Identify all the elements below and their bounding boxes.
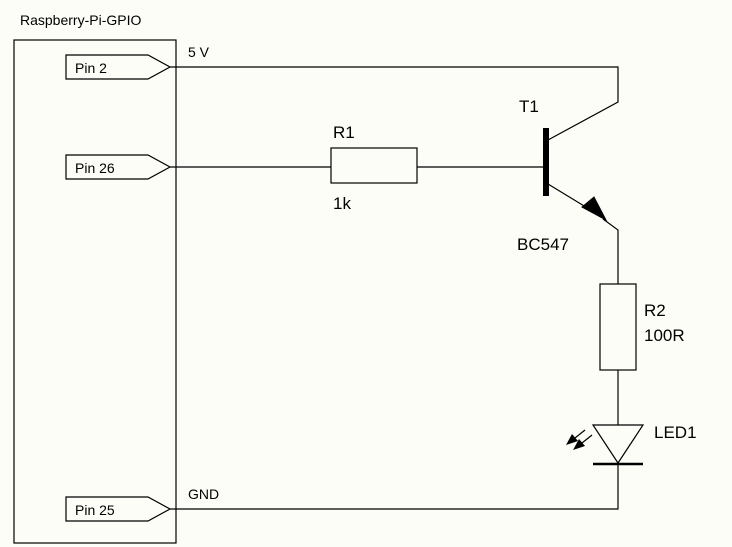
led-triangle-icon <box>591 424 645 465</box>
pin-2-connector: Pin 2 <box>65 54 172 80</box>
pin-26-connector: Pin 26 <box>65 154 172 180</box>
wire-emitter-r2 <box>602 218 619 284</box>
t1-type: BC547 <box>517 235 569 254</box>
net-5v-label: 5 V <box>188 44 210 60</box>
pin-25-connector: Pin 25 <box>65 496 172 522</box>
emitter-arrow-icon <box>581 196 608 222</box>
r1-value: 1k <box>333 194 351 213</box>
led1-name: LED1 <box>654 423 697 442</box>
resistor-r2 <box>599 283 637 371</box>
net-gnd-label: GND <box>188 486 219 502</box>
pin-26-label: Pin 26 <box>75 160 115 176</box>
pin-25-label: Pin 25 <box>75 502 115 518</box>
wire-led-gnd <box>170 464 619 510</box>
led-light-arrow-2-icon <box>573 439 585 450</box>
r2-name: R2 <box>644 301 666 320</box>
pin-2-label: Pin 2 <box>75 60 107 76</box>
led-light-arrow-1-icon <box>566 434 578 445</box>
led-led1 <box>566 424 645 466</box>
wire-5v-collector <box>170 66 619 141</box>
resistor-r1 <box>330 147 418 184</box>
board-title: Raspberry-Pi-GPIO <box>20 12 141 28</box>
gpio-board-outline <box>13 39 177 544</box>
t1-name: T1 <box>519 97 539 116</box>
r2-value: 100R <box>644 326 685 345</box>
r1-name: R1 <box>333 123 355 142</box>
transistor-t1 <box>543 128 619 284</box>
